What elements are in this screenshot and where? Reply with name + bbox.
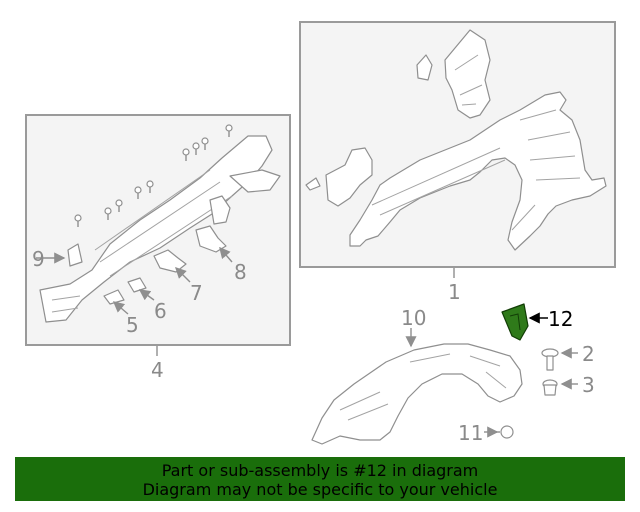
callout-7: 7	[190, 281, 203, 305]
part-3-nut[interactable]	[542, 379, 558, 396]
part-8-bracket[interactable]	[195, 225, 227, 253]
exploded-parts-diagram: 1 9 5 6 7 8 4 10 11	[25, 21, 616, 445]
part-9-bracket[interactable]	[67, 243, 83, 267]
callout-12: 12	[548, 307, 573, 331]
callout-3: 3	[582, 373, 595, 397]
callout-4: 4	[151, 358, 164, 382]
part-7-bracket[interactable]	[153, 249, 187, 273]
callout-11: 11	[458, 421, 483, 445]
callout-8: 8	[234, 260, 247, 284]
callout-1: 1	[448, 280, 461, 304]
fasteners-group	[74, 124, 233, 227]
part-4-frame-rail-assembly[interactable]	[39, 135, 281, 323]
selection-banner: Part or sub-assembly is #12 in diagram D…	[15, 457, 625, 501]
banner-line-1: Part or sub-assembly is #12 in diagram	[161, 461, 479, 480]
part-5-nut-plate[interactable]	[103, 289, 125, 305]
callout-5: 5	[126, 313, 139, 337]
part-6-clip[interactable]	[127, 277, 147, 293]
part-12-highlighted-bracket[interactable]	[501, 303, 529, 341]
part-1-quarter-inner-panel[interactable]	[305, 29, 607, 251]
part-2-bolt[interactable]	[541, 348, 559, 371]
callout-9: 9	[32, 247, 45, 271]
callout-2: 2	[582, 342, 595, 366]
callout-6: 6	[154, 299, 167, 323]
banner-line-2: Diagram may not be specific to your vehi…	[142, 480, 498, 499]
callout-10: 10	[401, 306, 426, 330]
part-10-wheelhouse-liner[interactable]	[311, 343, 523, 445]
